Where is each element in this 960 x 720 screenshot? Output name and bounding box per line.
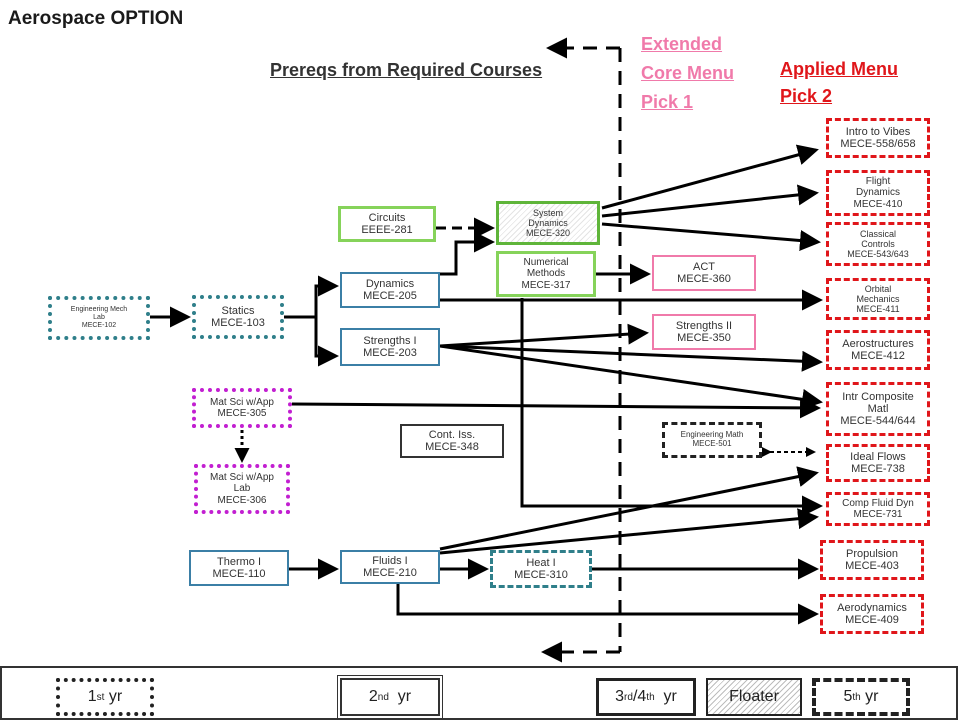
dynamics-box: Dynamics MECE-205 [340,272,440,308]
mat-sci-lab-label: Mat Sci w/App Lab MECE-306 [210,472,274,506]
fluids-label: Fluids I MECE-210 [363,554,417,579]
system-dynamics-label: System Dynamics MECE-320 [525,207,570,239]
applied-propulsion-box: Propulsion MECE-403 [820,540,924,580]
dynamics-label: Dynamics MECE-205 [363,277,417,302]
applied-comp-fluid-label: Comp Fluid Dyn MECE-731 [842,497,914,520]
applied-menu-line2: Pick 2 [780,86,833,106]
eng-mech-lab-box: Engineering Mech Lab MECE-102 [48,296,150,340]
applied-vibes-label: Intro to Vibes MECE-558/658 [840,125,916,150]
applied-ideal-flows-label: Ideal Flows MECE-738 [850,450,906,475]
legend-y34-sup: rd [624,691,633,703]
arrow-str1-aerostructures [439,344,823,372]
extended-core-header: Extended Core Menu Pick 1 [641,30,734,117]
legend-y34-tail: yr [654,688,677,705]
mat-sci-label: Mat Sci w/App MECE-305 [210,396,274,419]
system-dynamics-box: System Dynamics MECE-320 [496,201,600,245]
applied-aerodynamics-box: Aerodynamics MECE-409 [820,594,924,634]
fluids-box: Fluids I MECE-210 [340,550,440,584]
extended-core-line3: Pick 1 [641,92,694,112]
legend-floater: Floater [706,678,802,716]
statics-label: Statics MECE-103 [211,304,265,329]
applied-vibes-box: Intro to Vibes MECE-558/658 [826,118,930,158]
applied-flight-label: Flight Dynamics MECE-410 [853,176,903,210]
legend-second-year-sup: nd [377,691,389,703]
legend-first-year-sup: st [96,691,105,703]
legend-first-year-tail: yr [104,688,123,705]
circuits-box: Circuits EEEE-281 [338,206,436,242]
extended-core-line1: Extended [641,34,723,54]
cont-iss-box: Cont. Iss. MECE-348 [400,424,504,458]
applied-aerostructures-label: Aerostructures MECE-412 [842,337,914,362]
numerical-methods-box: Numerical Methods MECE-317 [496,251,596,297]
applied-orbital-label: Orbital Mechanics MECE-411 [856,283,900,315]
thermo-box: Thermo I MECE-110 [189,550,289,586]
page-title: Aerospace OPTION [8,8,184,29]
legend-first-year-base: 1 [87,688,97,705]
applied-menu-header: Applied Menu Pick 2 [780,56,898,110]
legend-fifth-year-base: 5 [843,688,853,705]
eng-mech-lab-label: Engineering Mech Lab MECE-102 [70,306,128,329]
act-label: ACT MECE-360 [677,260,731,285]
applied-menu-line1: Applied Menu [780,59,898,79]
arrow-str1-composite [439,344,823,410]
prereqs-header: Prereqs from Required Courses [270,60,543,80]
applied-composite-label: Intr Composite Matl MECE-544/644 [840,390,916,428]
heat-box: Heat I MECE-310 [490,550,592,588]
legend-fifth-year-sup: th [852,691,861,703]
arrow-fluids-aerodynamics [396,584,819,625]
applied-aerostructures-box: Aerostructures MECE-412 [826,330,930,370]
applied-comp-fluid-box: Comp Fluid Dyn MECE-731 [826,492,930,526]
applied-flight-box: Flight Dynamics MECE-410 [826,170,930,216]
eng-math-box: Engineering Math MECE-501 [662,422,762,458]
applied-classical-label: Classical Controls MECE-543/643 [847,228,909,260]
heat-label: Heat I MECE-310 [514,556,568,581]
legend-floater-label: Floater [729,688,779,705]
mat-sci-box: Mat Sci w/App MECE-305 [192,388,292,428]
cont-iss-label: Cont. Iss. MECE-348 [425,428,479,453]
applied-classical-box: Classical Controls MECE-543/643 [826,222,930,266]
strengths2-box: Strengths II MECE-350 [652,314,756,350]
circuits-label: Circuits EEEE-281 [361,211,413,236]
act-box: ACT MECE-360 [652,255,756,291]
arrow-dynamics-sysdyn [440,231,495,276]
arrow-sysdyn-vibes [601,144,819,210]
applied-propulsion-label: Propulsion MECE-403 [845,547,899,572]
arrow-sysdyn-classical [601,222,821,251]
applied-orbital-box: Orbital Mechanics MECE-411 [826,278,930,320]
legend-y34-base: 3 [615,688,625,705]
legend-second-year-tail: yr [388,688,412,705]
thermo-label: Thermo I MECE-110 [212,555,266,580]
legend-second-year-base: 2 [368,688,378,705]
arrow-fluids-idealflows [439,466,819,551]
legend-fifth-year-tail: yr [860,688,879,705]
applied-aerodynamics-label: Aerodynamics MECE-409 [837,601,907,626]
strengths2-label: Strengths II MECE-350 [675,319,733,344]
legend-y34-sup2: th [646,691,655,703]
arrow-str1-str2 [439,323,649,348]
eng-math-label: Engineering Math MECE-501 [680,430,744,448]
applied-ideal-flows-box: Ideal Flows MECE-738 [826,444,930,482]
numerical-methods-label: Numerical Methods MECE-317 [521,257,571,291]
extended-core-line2: Core Menu [641,63,735,83]
mat-sci-lab-box: Mat Sci w/App Lab MECE-306 [194,464,290,514]
arrow-fluids-compfluid [439,508,819,555]
strengths1-box: Strengths I MECE-203 [340,328,440,366]
statics-box: Statics MECE-103 [192,295,284,339]
strengths1-label: Strengths I MECE-203 [363,334,417,359]
arrow-matsci-composite [291,397,821,419]
arrow-sysdyn-flight [601,184,819,218]
arrow-nummeth-compfluid [520,298,823,517]
applied-composite-box: Intr Composite Matl MECE-544/644 [826,382,930,436]
legend-y34-mid: /4 [632,688,647,705]
arrow-statics-strengths [314,317,339,367]
